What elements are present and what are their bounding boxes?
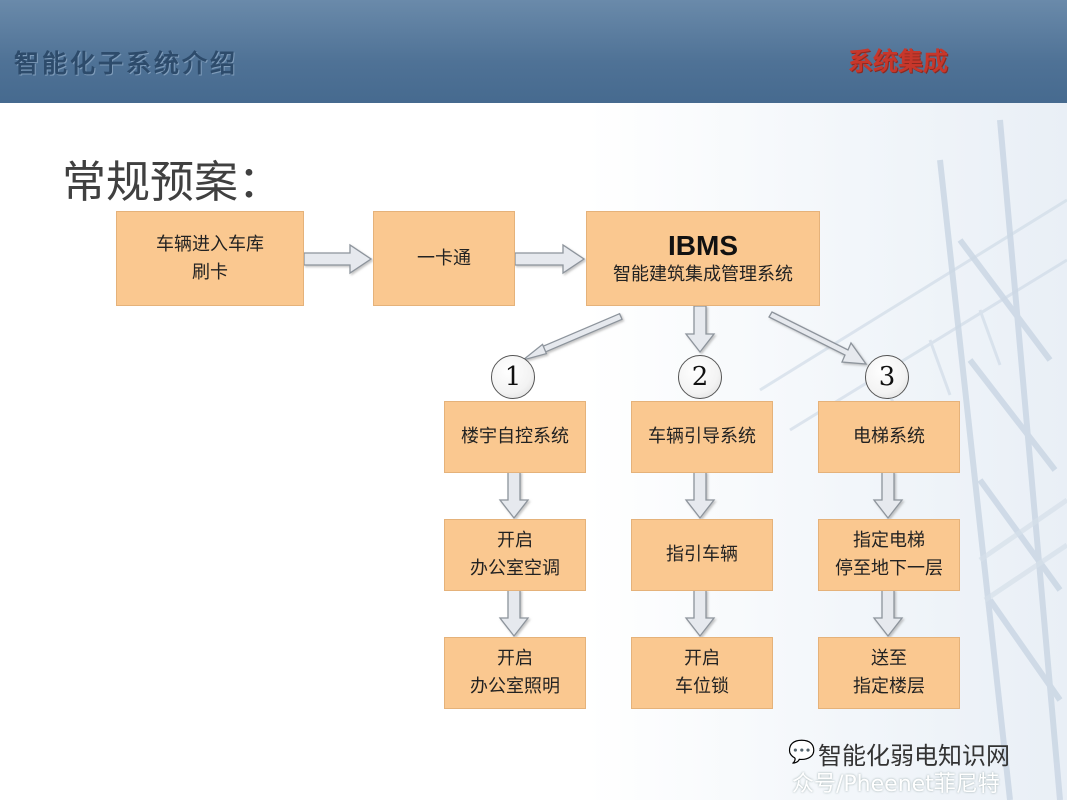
box-parking-lock: 开启 车位锁: [631, 637, 773, 709]
branch-number-2: 2: [678, 355, 722, 399]
header-section-tag: 系统集成: [848, 47, 949, 76]
ibms-title: IBMS: [668, 229, 738, 261]
box-ac-on: 开启 办公室空调: [444, 519, 586, 591]
watermark-line1: 智能化弱电知识网: [818, 742, 1010, 770]
action-line2: 办公室照明: [470, 676, 560, 697]
box-guide-vehicle: 指引车辆: [631, 519, 773, 591]
arrow-down-c2-a: [684, 471, 716, 520]
box-assign-elevator: 指定电梯 停至地下一层: [818, 519, 960, 591]
action-line1: 开启: [684, 648, 720, 669]
header-title: 智能化子系统介绍: [14, 49, 239, 78]
ibms-subtitle: 智能建筑集成管理系统: [613, 263, 793, 285]
box-building-automation: 楼宇自控系统: [444, 401, 586, 473]
box-elevator-system: 电梯系统: [818, 401, 960, 473]
action-line1: 开启: [497, 648, 533, 669]
action-line1: 开启: [497, 530, 533, 551]
arrow-diag-right: [768, 311, 868, 365]
arrow-diag-left: [522, 312, 623, 361]
arrow-down-c2-b: [684, 589, 716, 638]
box-ibms: IBMS 智能建筑集成管理系统: [586, 211, 820, 306]
action-line2: 办公室空调: [470, 558, 560, 579]
branch-number-3: 3: [865, 355, 909, 399]
slide-heading: 常规预案：: [62, 157, 282, 208]
watermark-line2: 众号/Pheenet菲尼特: [792, 772, 1000, 797]
box-lighting-on: 开启 办公室照明: [444, 637, 586, 709]
arrow-right-2: [514, 243, 586, 275]
wechat-icon: 💬: [788, 740, 816, 765]
box-vehicle-entry-line1: 车辆进入车库: [156, 233, 264, 255]
box-vehicle-entry-line2: 刷卡: [192, 261, 228, 283]
branch-number-1: 1: [491, 355, 535, 399]
box-one-card-label: 一卡通: [417, 247, 471, 269]
action-line1: 指定电梯: [853, 530, 925, 551]
arrow-down-c1-a: [498, 471, 530, 520]
arrow-down-c1-b: [498, 589, 530, 638]
action-line1: 指引车辆: [666, 544, 738, 565]
box-deliver-floor: 送至 指定楼层: [818, 637, 960, 709]
header-bar: 智能化子系统介绍 系统集成: [0, 0, 1067, 103]
box-vehicle-entry: 车辆进入车库 刷卡: [116, 211, 304, 306]
arrow-right-1: [303, 243, 373, 275]
action-line2: 指定楼层: [853, 676, 925, 697]
action-line2: 停至地下一层: [835, 558, 943, 579]
system-label: 电梯系统: [853, 426, 925, 447]
watermark: 💬 智能化弱电知识网 众号/Pheenet菲尼特: [788, 734, 1058, 797]
system-label: 车辆引导系统: [648, 426, 756, 447]
system-label: 楼宇自控系统: [461, 426, 569, 447]
arrow-down-c3-b: [872, 589, 904, 638]
action-line2: 车位锁: [675, 676, 729, 697]
box-one-card: 一卡通: [373, 211, 515, 306]
action-line1: 送至: [871, 648, 907, 669]
arrow-down-ibms: [684, 305, 716, 354]
box-vehicle-guidance: 车辆引导系统: [631, 401, 773, 473]
arrow-down-c3-a: [872, 471, 904, 520]
